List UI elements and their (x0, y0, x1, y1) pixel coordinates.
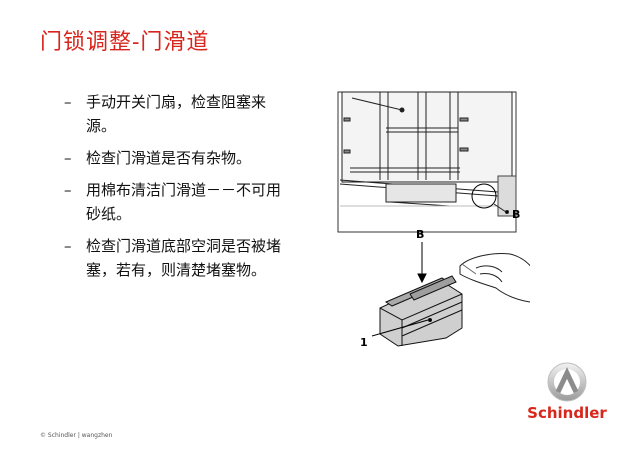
page-title: 门锁调整-门滑道 (40, 30, 210, 55)
arrow-down-icon (417, 242, 427, 284)
schindler-logo-icon (547, 362, 587, 402)
schindler-logo: Schindler (522, 360, 612, 430)
leader-line-1 (371, 319, 429, 337)
bullet-text: 手动开关门扇，检查阻塞来源。 (86, 93, 267, 135)
bullet-text: 检查门滑道底部空洞是否被堵塞，若有，则清楚堵塞物。 (86, 237, 282, 279)
bullet-dash: – (64, 237, 72, 255)
list-item: – 手动开关门扇，检查阻塞来源。 (64, 90, 294, 138)
logo-text: Schindler (527, 404, 607, 422)
label-b-detail: B (416, 228, 424, 241)
bullet-dash: – (64, 149, 72, 167)
bullet-dash: – (64, 93, 72, 111)
list-item: – 检查门滑道是否有杂物。 (64, 146, 294, 170)
list-item: – 用棉布清洁门滑道－－不可用砂纸。 (64, 178, 294, 226)
bullet-dash: – (64, 181, 72, 199)
bullet-text: 检查门滑道是否有杂物。 (86, 149, 252, 167)
list-item: – 检查门滑道底部空洞是否被堵塞，若有，则清楚堵塞物。 (64, 234, 294, 282)
label-1: 1 (360, 336, 368, 349)
bullet-text: 用棉布清洁门滑道－－不可用砂纸。 (86, 181, 282, 223)
label-b-top: B (512, 208, 520, 221)
door-frame-drawing (337, 91, 517, 233)
footer-copyright: © Schindler | wangzhen (40, 432, 113, 439)
bullet-list: – 手动开关门扇，检查阻塞来源。 – 检查门滑道是否有杂物。 – 用棉布清洁门滑… (64, 90, 294, 290)
hand-cleaning-drawing (459, 253, 530, 303)
door-track-illustration: B B 1 (337, 91, 530, 349)
track-rail-drawing (379, 275, 463, 347)
